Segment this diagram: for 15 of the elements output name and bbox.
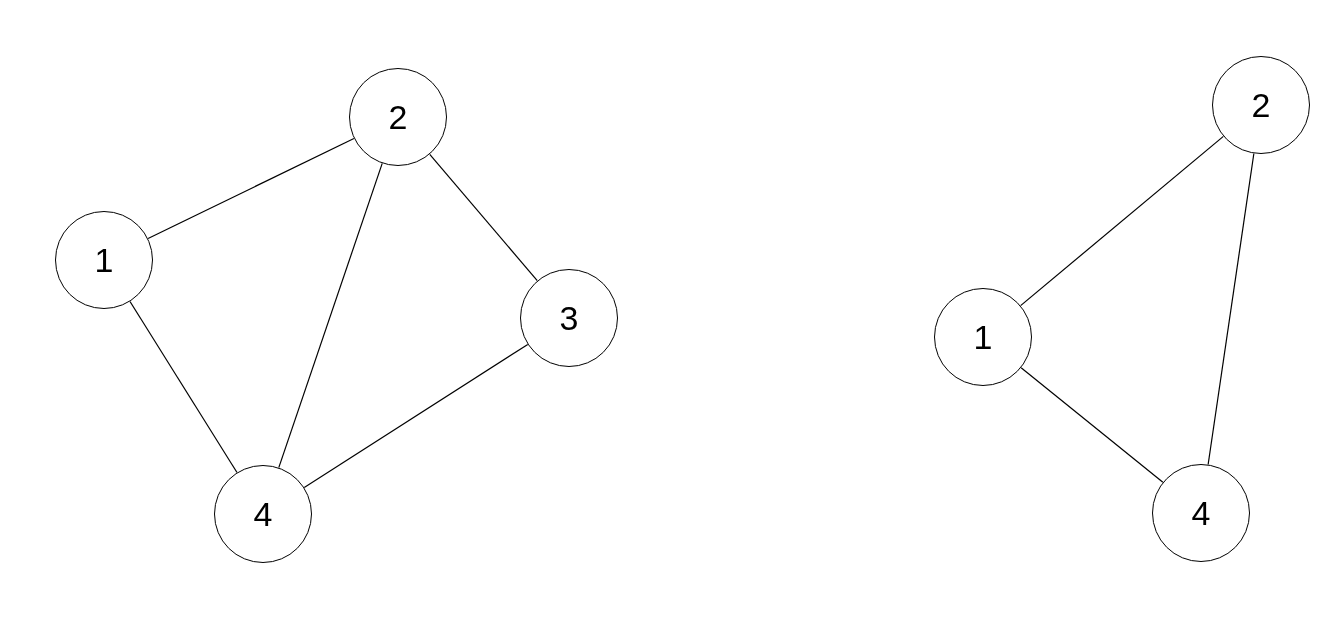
graph-node: 1 <box>55 211 153 309</box>
graph-node: 4 <box>1152 464 1250 562</box>
edge-line <box>303 343 529 489</box>
edge-line <box>147 137 355 240</box>
graph-node: 4 <box>214 465 312 563</box>
graph-node: 3 <box>520 269 618 367</box>
graph-node: 1 <box>934 288 1032 386</box>
edge-line <box>1020 135 1224 307</box>
graph-node: 2 <box>349 68 447 166</box>
edge-line <box>1207 152 1255 466</box>
edge-line <box>429 153 538 282</box>
edge-line <box>1020 367 1164 483</box>
edge-line <box>278 162 383 469</box>
graph-node: 2 <box>1212 56 1310 154</box>
edge-line <box>129 300 238 474</box>
